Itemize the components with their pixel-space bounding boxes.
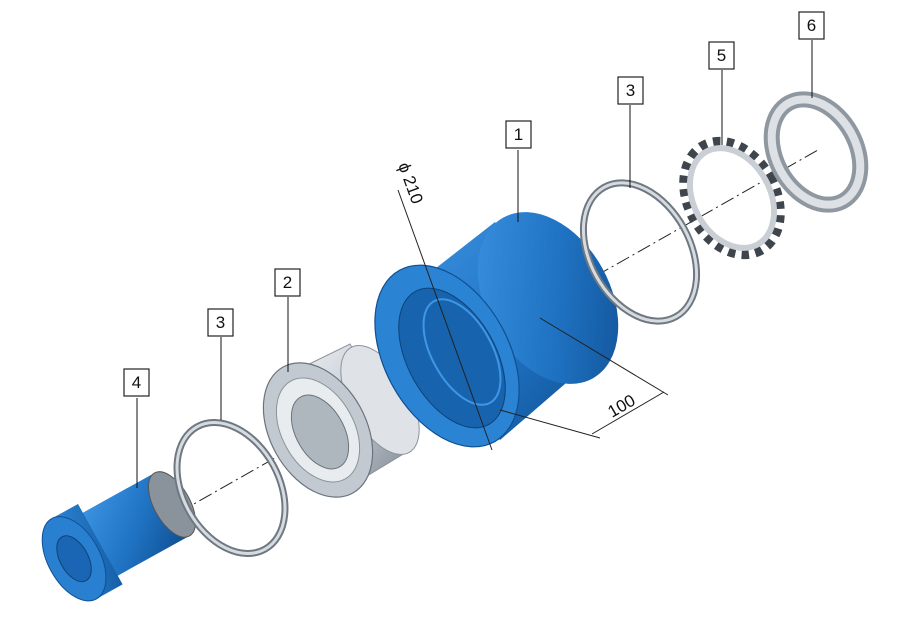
ring-left-highlight [175, 421, 287, 555]
callout-box [798, 11, 825, 40]
housing-bore-groove [422, 298, 502, 406]
callout-label: 5 [717, 46, 726, 65]
length-dim-line [591, 391, 665, 435]
ring-right-highlight [581, 181, 699, 323]
part-3-ring-left [173, 419, 289, 557]
callout-5: 5 [708, 41, 735, 145]
callout-box [274, 268, 301, 297]
callout-box [123, 368, 150, 397]
callout-label: 4 [132, 373, 141, 392]
part-5-lock-washer [679, 136, 785, 260]
lock-washer-tabs [679, 136, 785, 260]
length-label: 100 [605, 391, 639, 422]
callout-4: 4 [123, 368, 150, 488]
callout-1: 1 [505, 120, 532, 222]
length-ext-line-back [539, 317, 669, 396]
length-ext-line-front [499, 409, 601, 439]
diameter-dim-line [397, 189, 493, 451]
callout-box [708, 41, 735, 70]
callout-label: 2 [283, 273, 292, 292]
callout-label: 1 [514, 125, 523, 144]
housing-back-face [477, 212, 619, 384]
part-1-housing [374, 212, 619, 448]
callout-box [617, 76, 644, 105]
callout-6: 6 [798, 11, 825, 98]
bearing-bore [290, 394, 350, 470]
part-2-bearing [262, 343, 420, 498]
part-4-sleeve [41, 471, 197, 602]
part-6-lock-nut [763, 91, 869, 213]
callout-2: 2 [274, 268, 301, 372]
sleeve-bore [56, 535, 92, 583]
callout-label: 6 [807, 16, 816, 35]
callout-label: 3 [216, 313, 225, 332]
part-3-ring-right [579, 179, 701, 325]
callout-label: 3 [626, 81, 635, 100]
sleeve-thread-end [148, 471, 197, 538]
callout-box [505, 120, 532, 149]
callout-3-right: 3 [617, 76, 644, 188]
diameter-label: ϕ 210 [394, 160, 426, 207]
lock-washer-ring [686, 145, 778, 251]
callout-3-left: 3 [207, 308, 234, 420]
lock-nut-face [767, 95, 865, 209]
callout-box [207, 308, 234, 337]
